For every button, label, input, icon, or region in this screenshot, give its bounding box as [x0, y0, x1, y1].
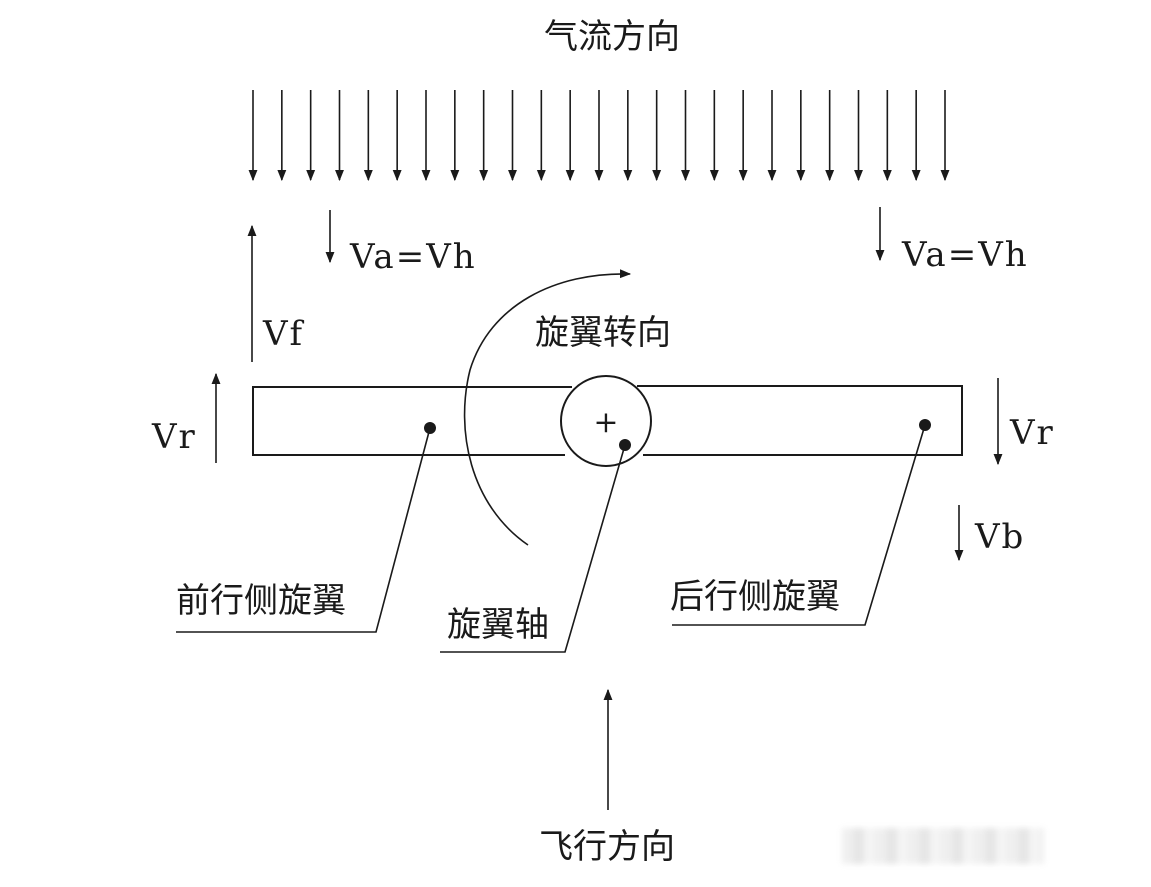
va-right-label: Va=Vh: [901, 235, 1029, 275]
advancing-blade-leader: [176, 427, 431, 633]
advancing-blade-label: 前行侧旋翼: [176, 581, 346, 621]
flight-direction-label: 飞行方向: [539, 827, 675, 867]
rotor-rotation-label: 旋翼转向: [535, 313, 671, 353]
rotor-shaft-label: 旋翼轴: [447, 605, 549, 645]
va-left-label: Va=Vh: [349, 237, 477, 277]
rotor-shaft-circle: [560, 375, 652, 467]
rotor-rotation-arrow: [463, 269, 632, 546]
shaft-cross-mark: +: [593, 405, 618, 440]
airflow-direction-label: 气流方向: [544, 17, 680, 57]
blurred-watermark: [842, 828, 1044, 864]
rotor-shaft-leader: [440, 444, 626, 653]
vb-label: Vb: [974, 517, 1025, 557]
retreating-blade-label: 后行侧旋翼: [670, 577, 840, 617]
vf-label: Vf: [262, 314, 305, 354]
vr-left-label: Vr: [151, 417, 197, 457]
rotor-blade: [252, 385, 963, 456]
vr-right-label: Vr: [1009, 413, 1055, 453]
retreating-blade-leader: [672, 424, 926, 626]
airflow-arrows: [248, 90, 950, 182]
